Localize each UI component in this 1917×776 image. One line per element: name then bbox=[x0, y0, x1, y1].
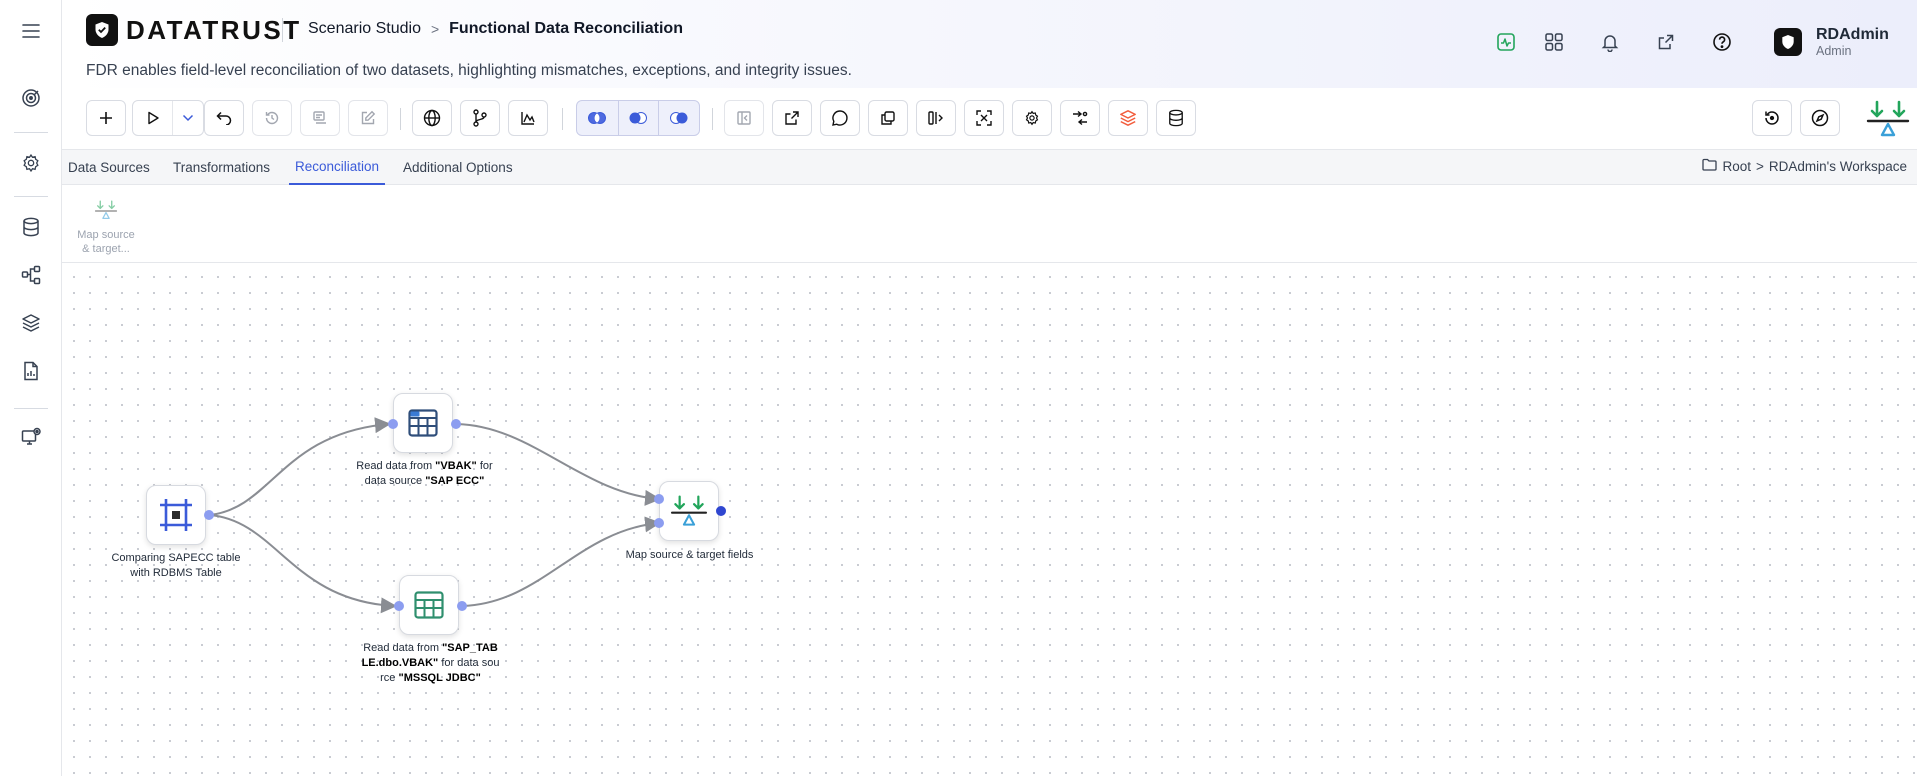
workflow-icon[interactable] bbox=[16, 260, 46, 290]
node-sql-input-port[interactable] bbox=[394, 601, 404, 611]
transform-icon[interactable] bbox=[1060, 100, 1100, 136]
link-sql-to-map[interactable] bbox=[462, 516, 661, 607]
palette-item-label-2: & target... bbox=[82, 243, 130, 255]
node-compare-label: Comparing SAPECC table with RDBMS Table bbox=[111, 552, 241, 579]
stack-icon[interactable] bbox=[1108, 100, 1148, 136]
node-map-label: Map source & target fields bbox=[625, 549, 754, 561]
user-role: Admin bbox=[1816, 44, 1852, 58]
breadcrumb-separator: > bbox=[430, 21, 440, 37]
collapse-panel-icon[interactable] bbox=[724, 100, 764, 136]
report-icon[interactable] bbox=[16, 356, 46, 386]
comment-icon[interactable] bbox=[820, 100, 860, 136]
branch-icon[interactable] bbox=[460, 100, 500, 136]
join-type-group bbox=[576, 100, 700, 136]
link-compare-to-sql[interactable] bbox=[209, 514, 397, 614]
undo-button[interactable] bbox=[204, 100, 244, 136]
left-rail bbox=[0, 0, 62, 776]
activity-icon[interactable] bbox=[1494, 30, 1518, 54]
node-sap-read-label: Read data from "VBAK" for data source "S… bbox=[356, 460, 493, 487]
right-join-icon[interactable] bbox=[658, 101, 699, 135]
frame-icon bbox=[160, 499, 192, 531]
edit-icon[interactable] bbox=[348, 100, 388, 136]
properties-icon[interactable] bbox=[300, 100, 340, 136]
monitor-settings-icon[interactable] bbox=[16, 422, 46, 452]
node-map-fields[interactable] bbox=[659, 481, 719, 541]
scale-icon bbox=[670, 495, 708, 526]
full-join-icon[interactable] bbox=[577, 101, 618, 135]
compass-icon[interactable] bbox=[1800, 100, 1840, 136]
gear-icon[interactable] bbox=[1012, 100, 1052, 136]
left-join-icon[interactable] bbox=[617, 101, 659, 135]
sap-table-icon bbox=[408, 409, 438, 437]
node-compare[interactable] bbox=[146, 485, 206, 545]
sql-table-icon bbox=[414, 591, 444, 619]
workflow-canvas[interactable]: Comparing SAPECC table with RDBMS Table … bbox=[62, 263, 1917, 776]
node-map-output-port[interactable] bbox=[716, 506, 726, 516]
scale-icon bbox=[94, 200, 118, 219]
menu-icon[interactable] bbox=[16, 16, 46, 46]
user-avatar[interactable] bbox=[1774, 28, 1802, 56]
breadcrumb-studio[interactable]: Scenario Studio bbox=[308, 20, 421, 37]
add-button[interactable] bbox=[86, 100, 126, 136]
tab-additional-options[interactable]: Additional Options bbox=[403, 159, 513, 175]
tab-reconciliation[interactable]: Reconciliation bbox=[289, 150, 386, 185]
copy-icon[interactable] bbox=[868, 100, 908, 136]
tab-bar: Data Sources Transformations Reconciliat… bbox=[62, 150, 1917, 185]
settings-icon[interactable] bbox=[16, 148, 46, 178]
play-icon[interactable] bbox=[133, 101, 173, 135]
workspace-separator: > bbox=[1755, 158, 1764, 174]
node-compare-output-port[interactable] bbox=[204, 510, 214, 520]
help-icon[interactable] bbox=[1710, 30, 1734, 54]
reconcile-scale-icon[interactable] bbox=[1864, 96, 1912, 142]
page-title: Functional Data Reconciliation bbox=[449, 20, 683, 37]
node-sql-output-port[interactable] bbox=[457, 601, 467, 611]
node-sql-read[interactable] bbox=[399, 575, 459, 635]
workspace-root[interactable]: Root bbox=[1722, 158, 1751, 174]
node-sap-read[interactable] bbox=[393, 393, 453, 453]
node-map-input-port-1[interactable] bbox=[654, 494, 664, 504]
restore-icon[interactable] bbox=[1752, 100, 1792, 136]
database-icon[interactable] bbox=[16, 212, 46, 242]
logo[interactable]: DATATRUST bbox=[86, 14, 302, 46]
target-icon[interactable] bbox=[16, 83, 46, 113]
node-sap-output-port[interactable] bbox=[451, 419, 461, 429]
tab-transformations[interactable]: Transformations bbox=[173, 159, 271, 175]
folder-icon bbox=[1702, 158, 1718, 174]
workspace-name[interactable]: RDAdmin's Workspace bbox=[1768, 158, 1907, 174]
scan-icon[interactable] bbox=[964, 100, 1004, 136]
chart-icon[interactable] bbox=[508, 100, 548, 136]
link-compare-to-sap[interactable] bbox=[209, 417, 391, 516]
node-sql-read-label: Read data from "SAP_TAB LE.dbo.VBAK" for… bbox=[361, 642, 500, 684]
node-palette: Map source & target... bbox=[62, 185, 1917, 263]
toolbar bbox=[62, 88, 1917, 150]
globe-icon[interactable] bbox=[412, 100, 452, 136]
logo-text: DATATRUST bbox=[126, 15, 302, 45]
page-description: FDR enables field-level reconciliation o… bbox=[86, 62, 852, 79]
bell-icon[interactable] bbox=[1598, 30, 1622, 54]
node-map-input-port-2[interactable] bbox=[654, 518, 664, 528]
palette-item-label-1: Map source bbox=[77, 229, 135, 241]
shield-logo-icon bbox=[86, 14, 118, 46]
connection-lines bbox=[209, 417, 661, 614]
split-view-icon[interactable] bbox=[916, 100, 956, 136]
app-header: DATATRUST Scenario Studio > Functional D… bbox=[62, 0, 1917, 88]
workspace-breadcrumb: Root > RDAdmin's Workspace bbox=[1702, 158, 1907, 174]
history-icon[interactable] bbox=[252, 100, 292, 136]
node-sap-input-port[interactable] bbox=[388, 419, 398, 429]
palette-item-map-fields[interactable]: Map source & target... bbox=[72, 199, 140, 256]
storage-icon[interactable] bbox=[1156, 100, 1196, 136]
chevron-down-icon[interactable] bbox=[173, 101, 203, 135]
user-name[interactable]: RDAdmin bbox=[1816, 26, 1889, 43]
external-link-icon[interactable] bbox=[1654, 30, 1678, 54]
apps-grid-icon[interactable] bbox=[1542, 30, 1566, 54]
run-split-button bbox=[132, 100, 204, 136]
breadcrumb: Scenario Studio > Functional Data Reconc… bbox=[308, 20, 683, 38]
link-sap-to-map[interactable] bbox=[456, 423, 661, 506]
export-icon[interactable] bbox=[772, 100, 812, 136]
layers-icon[interactable] bbox=[16, 308, 46, 338]
tab-data-sources[interactable]: Data Sources bbox=[68, 159, 150, 175]
